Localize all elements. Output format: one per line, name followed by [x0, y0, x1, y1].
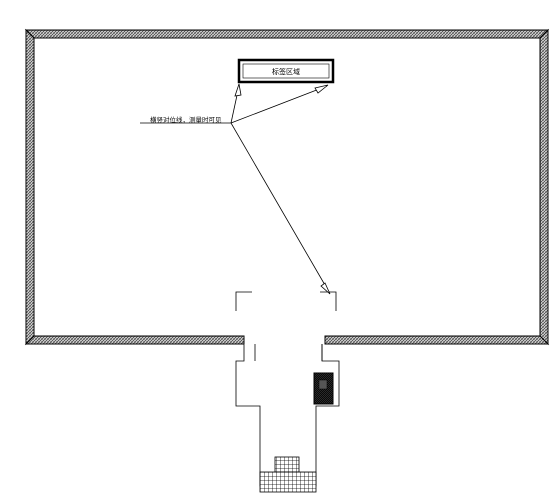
- callout-arrowheads: [234, 83, 331, 295]
- flex-component: [313, 372, 334, 405]
- contact-pads: [259, 456, 317, 493]
- callout-note: 横竖对位线，测量时可见: [150, 115, 222, 124]
- callout-leader-lines: [140, 85, 330, 293]
- label-area-box: [237, 58, 335, 84]
- alignment-bracket: [235, 291, 337, 311]
- panel-frame: [24, 28, 550, 346]
- label-area-text: 标签区域: [272, 67, 300, 76]
